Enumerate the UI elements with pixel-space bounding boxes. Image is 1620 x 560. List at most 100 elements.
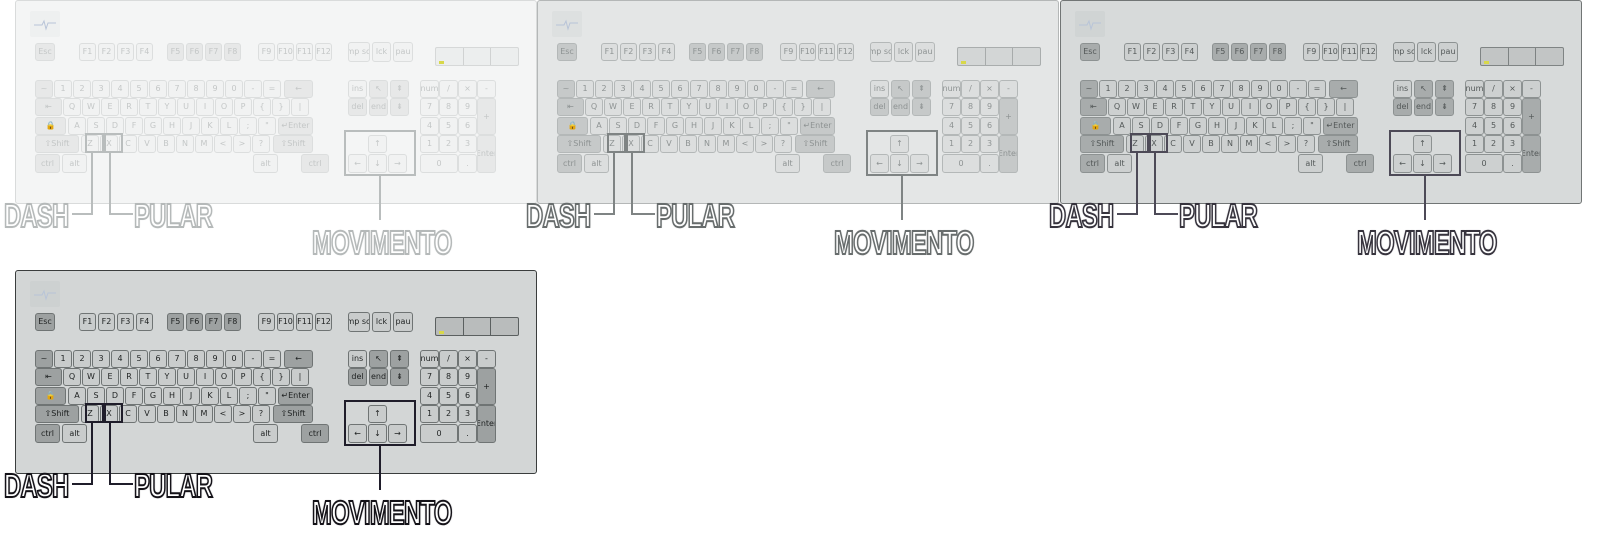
key-num-row-8[interactable]: 8 (187, 350, 205, 368)
key-pau[interactable]: pau (393, 312, 413, 332)
key-num-row-4[interactable]: 4 (1156, 80, 1174, 98)
key-f6[interactable]: F6 (708, 43, 725, 61)
key-f11[interactable]: F11 (296, 313, 313, 331)
key-ins[interactable]: ins (1393, 80, 1412, 98)
key-q-row-2[interactable]: E (101, 368, 119, 386)
key-num-row-6[interactable]: 6 (149, 350, 167, 368)
key-pau[interactable]: pau (915, 42, 935, 62)
key-a-row-7[interactable]: K (723, 117, 741, 135)
key-f3[interactable]: F3 (117, 313, 134, 331)
key-pgup[interactable]: ⇞ (390, 80, 409, 98)
key-alt[interactable]: alt (584, 154, 609, 173)
key-f10[interactable]: F10 (799, 43, 816, 61)
key-q-row-3[interactable]: R (642, 98, 660, 116)
key-f1[interactable]: F1 (601, 43, 618, 61)
key-f9[interactable]: F9 (1303, 43, 1320, 61)
key-n1[interactable]: 1 (420, 405, 439, 423)
key-alt[interactable]: alt (253, 154, 278, 173)
key-a-row-8[interactable]: L (742, 117, 760, 135)
key-a-row-5[interactable]: H (163, 117, 181, 135)
key-alt[interactable]: alt (253, 424, 278, 443)
key-n6[interactable]: 6 (458, 117, 477, 135)
key-q-row-4[interactable]: T (1184, 98, 1202, 116)
key-num[interactable]: num (942, 80, 961, 98)
key-f1[interactable]: F1 (79, 43, 96, 61)
key-ctrl[interactable]: ctrl (557, 154, 582, 173)
key-n0[interactable]: 0 (942, 154, 980, 173)
key-f7[interactable]: F7 (727, 43, 744, 61)
key-imp[interactable]: imp scr (348, 312, 370, 332)
key-q-row-7[interactable]: I (196, 98, 214, 116)
key-num-row-5[interactable]: 5 (1175, 80, 1193, 98)
key-q-row-1[interactable]: W (82, 98, 100, 116)
key-z-row-4[interactable]: B (1202, 135, 1220, 153)
key-a-row-10[interactable]: " (258, 117, 276, 135)
key-slash[interactable]: / (439, 350, 458, 368)
key-ctrl[interactable]: ctrl (301, 424, 329, 443)
key-backspace[interactable]: ← (284, 80, 313, 98)
key-end[interactable]: end (891, 98, 910, 116)
key-minus[interactable]: - (477, 80, 496, 98)
key-shift[interactable]: ⇧Shift (273, 405, 313, 423)
key-num-row-0[interactable]: ~ (1080, 80, 1098, 98)
key-f2[interactable]: F2 (1143, 43, 1160, 61)
key-f7[interactable]: F7 (1250, 43, 1267, 61)
key-f5[interactable]: F5 (1212, 43, 1229, 61)
key-q-row-12[interactable]: | (813, 98, 831, 116)
key-num-row-12[interactable]: = (263, 80, 281, 98)
key-z-row-7[interactable]: < (214, 405, 232, 423)
key-backspace[interactable]: ← (284, 350, 313, 368)
key-q-row-3[interactable]: R (120, 368, 138, 386)
key-tab[interactable]: ⇤ (35, 368, 62, 386)
key-n1[interactable]: 1 (942, 135, 961, 153)
key-n0[interactable]: 0 (420, 424, 458, 443)
key-n9[interactable]: 9 (980, 98, 999, 116)
key-q-row-6[interactable]: U (1222, 98, 1240, 116)
key-a-row-7[interactable]: K (201, 117, 219, 135)
key-f12[interactable]: F12 (315, 43, 332, 61)
key-pgup[interactable]: ⇞ (912, 80, 931, 98)
key-num-row-5[interactable]: 5 (130, 80, 148, 98)
key-q-row-0[interactable]: Q (63, 98, 81, 116)
key-caps[interactable]: 🔒 (1080, 117, 1111, 135)
key-z-row-6[interactable]: M (195, 135, 213, 153)
key-n2[interactable]: 2 (439, 405, 458, 423)
key-imp[interactable]: imp scr (348, 42, 370, 62)
key-q-row-12[interactable]: | (291, 368, 309, 386)
key-q-row-7[interactable]: I (718, 98, 736, 116)
key-f1[interactable]: F1 (79, 313, 96, 331)
key-n9[interactable]: 9 (1503, 98, 1522, 116)
key-q-row-11[interactable]: } (272, 368, 290, 386)
key-esc[interactable]: Esc (35, 43, 55, 61)
key-a-row-8[interactable]: L (220, 117, 238, 135)
key-n8[interactable]: 8 (961, 98, 980, 116)
key-ins[interactable]: ins (348, 350, 367, 368)
key-q-row-6[interactable]: U (177, 368, 195, 386)
key-a-row-4[interactable]: G (144, 387, 162, 405)
key-a-row-3[interactable]: F (647, 117, 665, 135)
key-num-row-12[interactable]: = (1308, 80, 1326, 98)
key-q-row-8[interactable]: O (215, 368, 233, 386)
key-z-row-7[interactable]: < (214, 135, 232, 153)
key-n7[interactable]: 7 (1465, 98, 1484, 116)
key-q-row-10[interactable]: { (775, 98, 793, 116)
key-f10[interactable]: F10 (1322, 43, 1339, 61)
key-ins[interactable]: ins (870, 80, 889, 98)
key-num-row-10[interactable]: 0 (1270, 80, 1288, 98)
key-q-row-10[interactable]: { (1298, 98, 1316, 116)
key-shift[interactable]: ⇧Shift (795, 135, 835, 153)
key-n3[interactable]: 3 (980, 135, 999, 153)
key-num-row-11[interactable]: - (766, 80, 784, 98)
key-q-row-2[interactable]: E (1146, 98, 1164, 116)
key-n8[interactable]: 8 (439, 368, 458, 386)
key-a-row-5[interactable]: H (685, 117, 703, 135)
key-f11[interactable]: F11 (296, 43, 313, 61)
key-imp[interactable]: imp scr (870, 42, 892, 62)
key-q-row-4[interactable]: T (139, 98, 157, 116)
key-a-row-6[interactable]: J (182, 387, 200, 405)
key-num-row-11[interactable]: - (244, 350, 262, 368)
key-ndot[interactable]: . (458, 154, 477, 173)
key-q-row-5[interactable]: Y (1203, 98, 1221, 116)
key-z-row-8[interactable]: > (233, 405, 251, 423)
key-enter[interactable]: ↵Enter (278, 117, 313, 135)
